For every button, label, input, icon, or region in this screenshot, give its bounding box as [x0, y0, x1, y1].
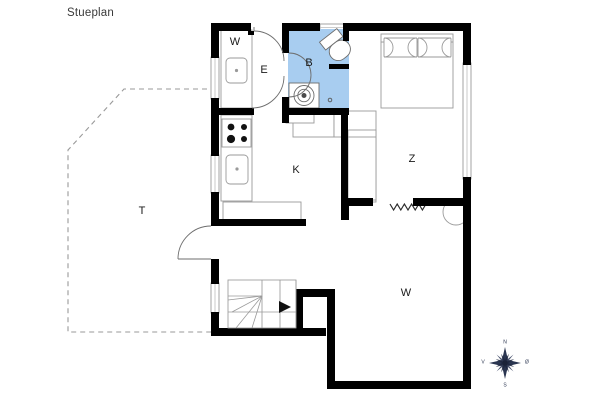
bathroom-stub-wall: [329, 64, 349, 69]
compass-label-north: N: [503, 339, 507, 345]
wall-top-left: [216, 23, 251, 31]
room-label-living: W: [401, 287, 412, 299]
room-label-terrace: T: [139, 205, 146, 217]
bedroom-wardrobe: [347, 136, 377, 201]
compass-nw-spike: [496, 354, 504, 362]
room-label-kitchen: K: [292, 164, 300, 176]
compass-label-east: Ø: [525, 359, 529, 365]
room-labels: T W E B K Z W: [139, 36, 416, 299]
wall-right-a: [463, 23, 471, 65]
compass-se-spike: [506, 364, 514, 372]
floor-drain-icon: [327, 97, 333, 103]
bathroom-fixtures: [288, 27, 351, 109]
terrace-outline: [67, 88, 216, 333]
wall-right-b: [463, 177, 471, 389]
kitchen-cooktop: [221, 118, 252, 148]
room-label-bathroom: B: [305, 57, 312, 69]
wall-left-d: [211, 259, 219, 284]
wall-int-utility-right: [248, 31, 254, 35]
wall-top-mid: [286, 23, 320, 31]
wall-living-left: [327, 289, 335, 389]
wall-int-bath-right: [343, 23, 349, 41]
compass-ne-spike: [506, 354, 514, 362]
cooktop-burner-4: [241, 136, 247, 142]
wall-int-bath-bottom: [282, 108, 349, 115]
wall-int-kitchen-right: [341, 108, 348, 204]
bed-pillow-right-fold2: [441, 37, 452, 58]
room-label-utility: W: [230, 36, 241, 48]
walls: [211, 23, 471, 389]
bed-pillow-right: [417, 37, 452, 58]
room-label-bedroom: Z: [409, 153, 416, 165]
wall-int-bath-left: [282, 23, 289, 53]
wall-top-right: [348, 23, 471, 31]
wall-left-b: [211, 98, 219, 156]
hall-to-kitchen-door-swing: [251, 75, 285, 109]
washing-machine-drum-inner: [301, 93, 307, 98]
compass-hub: [502, 360, 508, 366]
cooktop-burner-3: [226, 134, 236, 144]
bed-pillow-left-fold: [383, 37, 394, 58]
entry-door-swing: [253, 30, 285, 62]
bathroom-door-swing: [288, 52, 312, 98]
kitchen-sink-drain: [235, 167, 239, 171]
cooktop-burner-2: [241, 124, 247, 130]
compass-label-west: V: [481, 359, 485, 365]
wall-stairs-notch-top: [295, 289, 335, 297]
wall-int-living-stub: [341, 198, 349, 220]
wall-left-a: [211, 23, 219, 58]
compass-rose: N Ø S V: [481, 339, 529, 388]
compass-sw-spike: [496, 364, 504, 372]
winder-staircase: [227, 279, 297, 329]
cooktop-burner-1: [227, 123, 235, 131]
compass-label-south: S: [503, 382, 507, 388]
stair-winder-lines: [227, 295, 263, 329]
stair-direction-arrow: [279, 301, 291, 313]
wall-int-utility-bottom: [216, 108, 254, 115]
room-label-entrance: E: [260, 64, 267, 76]
toilet-icon: [318, 27, 351, 62]
page-title: Stueplan: [67, 7, 114, 19]
bed-pillow-right-fold: [417, 37, 428, 58]
door-swings: [177, 27, 285, 260]
wall-bottom-stairs: [211, 328, 326, 336]
wall-left-e: [211, 312, 219, 336]
wall-left-c: [211, 192, 219, 226]
utility-sink-drain: [234, 68, 239, 73]
wall-living-bottom: [327, 381, 471, 389]
bed-pillow-left: [383, 37, 418, 58]
wall-int-living-top-b: [413, 198, 471, 206]
wall-int-kitchen-bottom: [216, 219, 306, 226]
wall-int-living-top-a: [341, 198, 373, 206]
wall-stairs-right: [295, 289, 303, 336]
bed-pillow-left-fold2: [407, 37, 418, 58]
terrace-door-swing: [177, 225, 212, 260]
